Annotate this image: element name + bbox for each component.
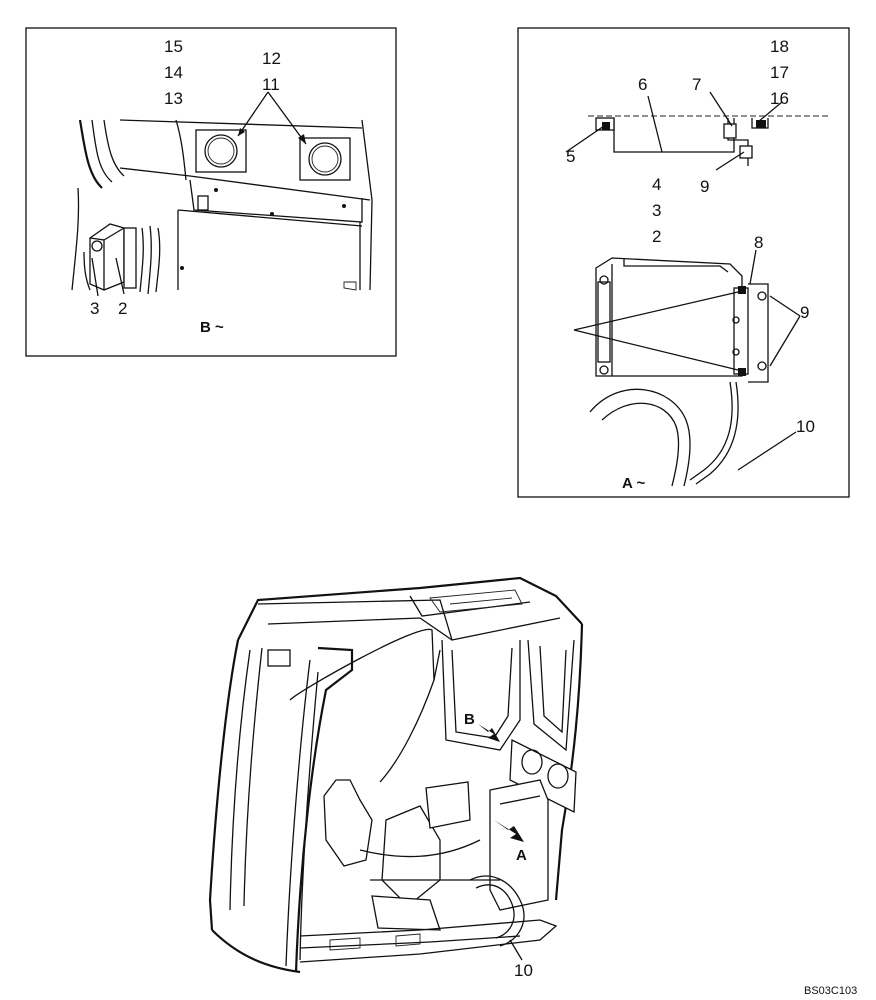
arrow-a-icon xyxy=(494,820,524,842)
callout-8: 8 xyxy=(754,233,763,252)
leader-11a xyxy=(237,91,269,137)
callout-2: 2 xyxy=(118,299,127,318)
leader-9a xyxy=(769,295,801,317)
leader-11b xyxy=(267,91,307,145)
detail-b-frame xyxy=(25,27,397,357)
leader-8 xyxy=(749,249,757,285)
callout-17: 17 xyxy=(770,63,789,82)
callout-15: 15 xyxy=(164,37,183,56)
leader-9-top xyxy=(715,151,745,171)
detail-b-drawing xyxy=(71,119,373,295)
drawing-code: BS03C103 xyxy=(804,985,857,997)
detail-b-panel: 15 14 13 12 11 3 2 B ~ xyxy=(25,27,397,357)
leader-6 xyxy=(647,95,663,153)
view-label-a: A ~ xyxy=(622,475,645,492)
callout-5: 5 xyxy=(566,147,575,166)
leader-3 xyxy=(91,257,99,297)
callout-9: 9 xyxy=(800,303,809,322)
detail-a-unit-drawing xyxy=(589,257,769,487)
cab-drawing xyxy=(208,576,584,974)
callout-16: 16 xyxy=(770,89,789,108)
callout-4: 4 xyxy=(652,175,661,194)
detail-a-panel: 18 17 16 6 7 5 9 4 3 2 xyxy=(517,27,850,498)
leader-5 xyxy=(565,125,605,153)
callout-14: 14 xyxy=(164,63,183,82)
callout-3-a: 3 xyxy=(652,201,661,220)
view-label-b: B ~ xyxy=(200,319,224,336)
cab-arrow-a-label: A xyxy=(516,847,527,864)
callout-12: 12 xyxy=(262,49,281,68)
arrow-b-icon xyxy=(478,724,500,742)
callout-18: 18 xyxy=(770,37,789,56)
callout-9-top: 9 xyxy=(700,177,709,196)
callout-10-cab: 10 xyxy=(514,961,533,980)
leader-9b xyxy=(769,315,801,367)
leader-arrow-2 xyxy=(573,329,739,371)
leader-10-cab xyxy=(509,939,523,961)
callout-3: 3 xyxy=(90,299,99,318)
cab-arrow-b-label: B xyxy=(464,711,475,728)
callout-13: 13 xyxy=(164,89,183,108)
leader-16 xyxy=(757,101,783,123)
leader-10-a xyxy=(737,431,797,471)
leader-arrow-1 xyxy=(573,291,739,331)
callout-2-a: 2 xyxy=(652,227,661,246)
callout-7: 7 xyxy=(692,75,701,94)
callout-6: 6 xyxy=(638,75,647,94)
callout-11: 11 xyxy=(262,75,280,94)
leader-7 xyxy=(709,91,733,127)
callout-10-a: 10 xyxy=(796,417,815,436)
leader-2 xyxy=(115,257,125,295)
detail-a-top-drawing xyxy=(588,115,830,166)
